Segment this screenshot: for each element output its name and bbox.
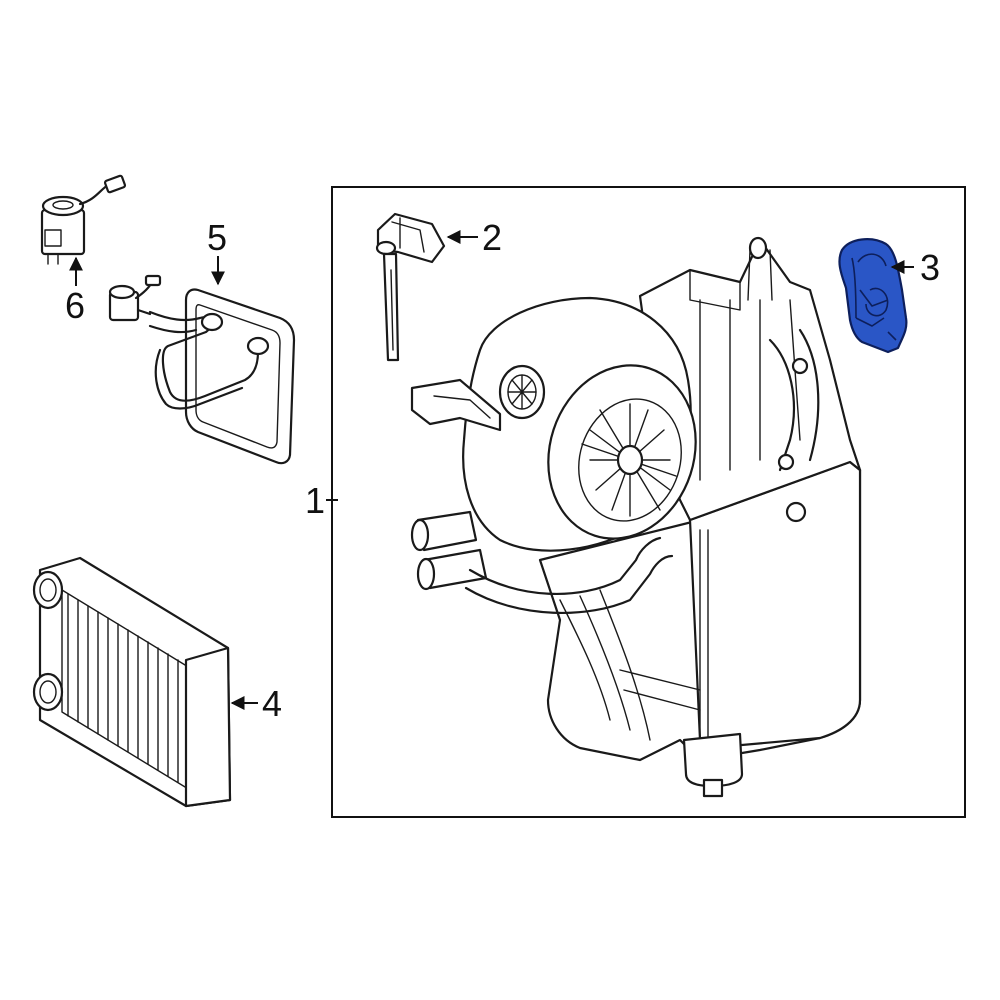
part-4-heater-core[interactable] bbox=[32, 556, 232, 808]
callout-6: 6 bbox=[65, 285, 85, 326]
callout-1: 1 bbox=[305, 480, 325, 521]
part-5-evaporator[interactable] bbox=[108, 274, 296, 465]
callout-5: 5 bbox=[207, 217, 227, 258]
part-3-actuator[interactable] bbox=[838, 238, 908, 354]
part-1-hvac-housing[interactable] bbox=[410, 236, 862, 798]
part-6-sensor[interactable] bbox=[40, 174, 127, 265]
callout-4: 4 bbox=[262, 683, 282, 724]
assembly-frame bbox=[331, 186, 966, 818]
part-2-temperature-sensor[interactable] bbox=[375, 212, 446, 362]
callout-3: 3 bbox=[920, 247, 940, 288]
callout-2: 2 bbox=[482, 217, 502, 258]
